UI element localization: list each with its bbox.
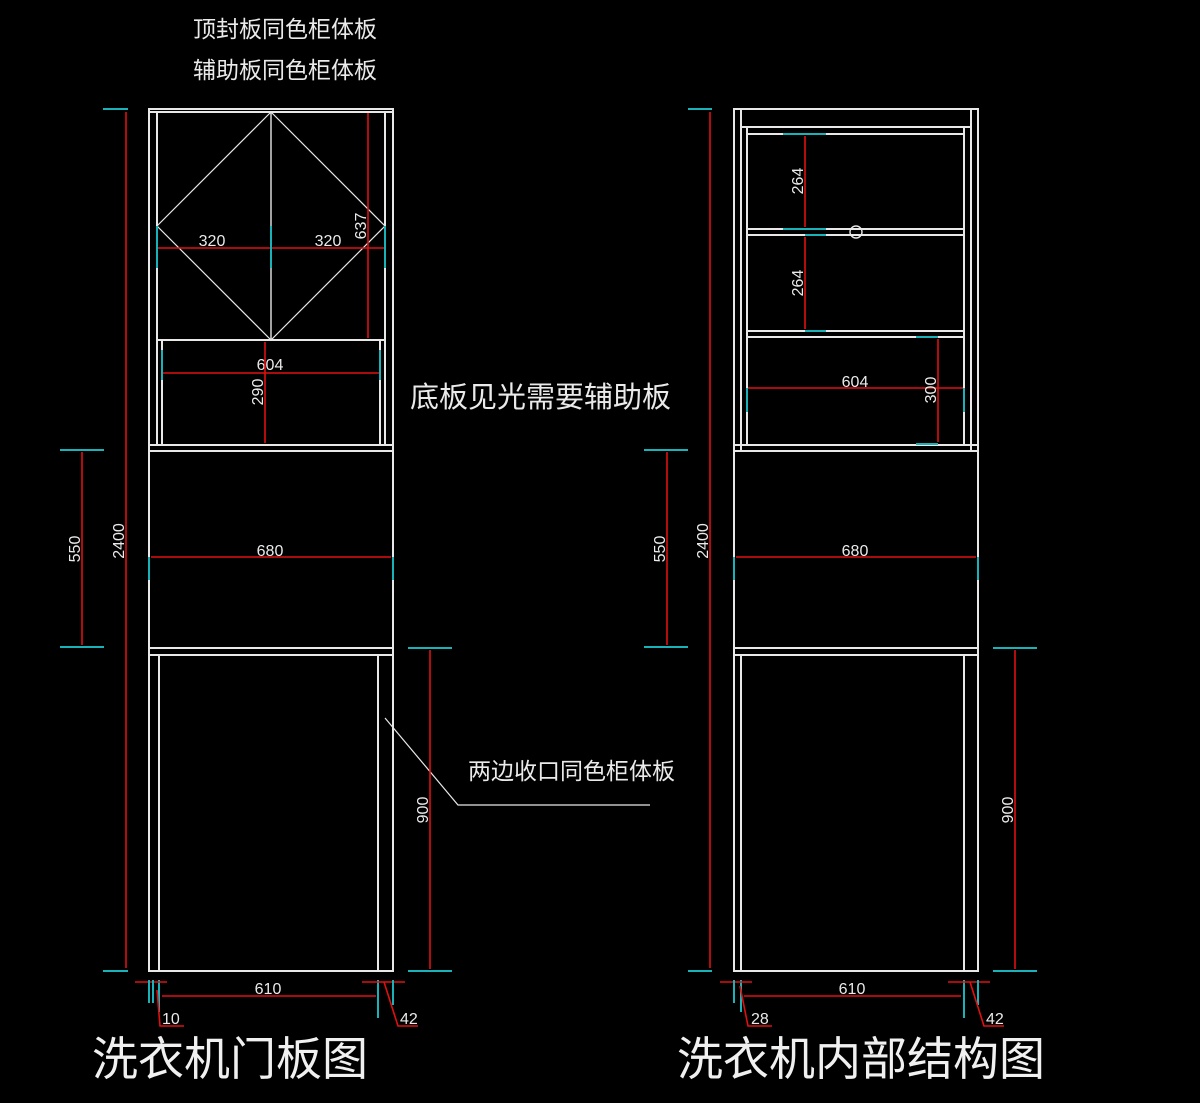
dim-bottom-width: 610 [255, 981, 282, 998]
dim-drawer-width: 680 [842, 543, 869, 560]
dim-bottom-height: 900 [415, 797, 432, 824]
title-right: 洗衣机内部结构图 [677, 1032, 1045, 1086]
dim-left-trim: 10 [162, 1011, 180, 1028]
dim-bottom-width: 610 [839, 981, 866, 998]
note-top-panel: 顶封板同色柜体板 [193, 17, 377, 43]
title-left: 洗衣机门板图 [92, 1032, 368, 1086]
note-bottom-visible: 底板见光需要辅助板 [410, 380, 671, 414]
dim-right-trim: 42 [986, 1011, 1004, 1028]
dim-door-height: 637 [353, 213, 370, 240]
dim-niche-width: 604 [842, 374, 869, 391]
dim-total-height: 2400 [111, 523, 128, 559]
dim-niche-height: 300 [923, 377, 940, 404]
right-dimensions: 2400 550 264 264 604 300 680 900 610 28 … [644, 108, 1037, 1028]
dim-drawer-height: 550 [67, 536, 84, 563]
dim-niche-height: 290 [250, 379, 267, 406]
dim-drawer-height: 550 [652, 536, 669, 563]
right-cabinet [733, 108, 979, 972]
dim-drawer-width: 680 [257, 543, 284, 560]
leader-line [384, 717, 650, 806]
dim-bottom-height: 900 [1000, 797, 1017, 824]
dim-shelf-b: 264 [790, 270, 807, 297]
note-side-trim: 两边收口同色柜体板 [468, 759, 675, 785]
dim-total-height: 2400 [695, 523, 712, 559]
left-dimensions: 2400 550 320 320 637 604 290 680 900 610… [60, 108, 452, 1028]
dim-niche-width: 604 [257, 357, 284, 374]
dim-right-trim: 42 [400, 1011, 418, 1028]
dim-door-width-a: 320 [199, 233, 226, 250]
dim-left-trim: 28 [751, 1011, 769, 1028]
hole-icon [849, 225, 863, 239]
dim-door-width-b: 320 [315, 233, 342, 250]
note-aux-panel: 辅助板同色柜体板 [193, 58, 377, 84]
left-cabinet [148, 108, 394, 972]
dim-shelf-a: 264 [790, 168, 807, 195]
